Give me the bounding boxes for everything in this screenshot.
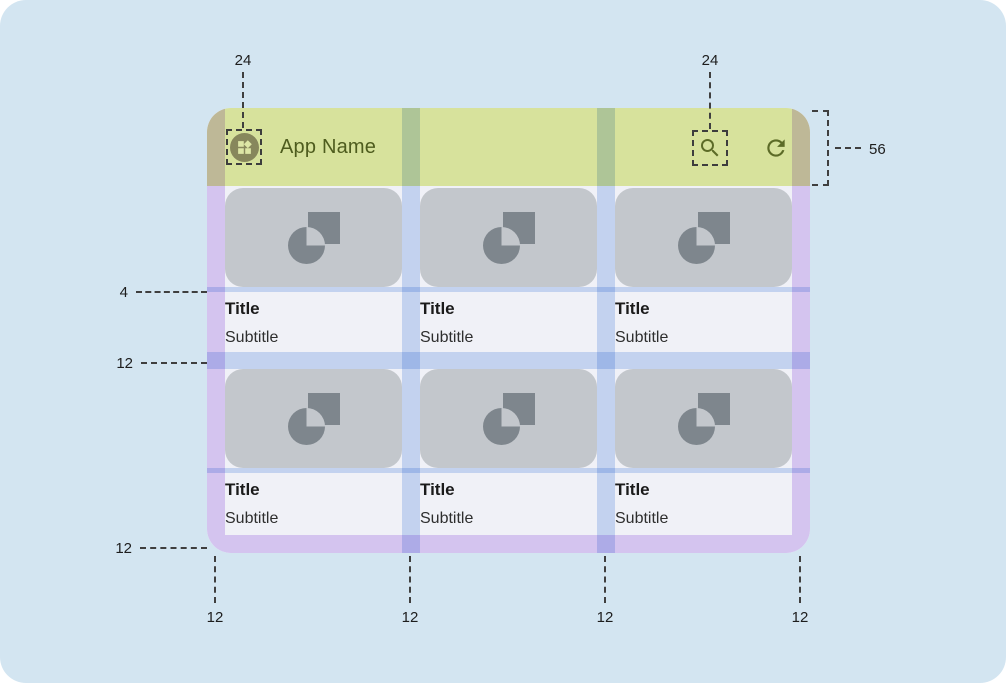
avatar[interactable] (229, 132, 259, 162)
shapes-placeholder-icon (482, 211, 535, 264)
dim-leader-line (214, 556, 216, 603)
card[interactable]: Title Subtitle (420, 188, 597, 350)
shapes-placeholder-icon (287, 392, 340, 445)
dim-leader-line (409, 556, 411, 603)
card-subtitle: Subtitle (225, 510, 279, 527)
card[interactable]: Title Subtitle (615, 188, 792, 350)
dim-label-rowgap-12: 12 (116, 355, 133, 372)
dim-leader-line (136, 291, 207, 293)
top-app-bar: App Name (207, 108, 810, 186)
card-subtitle: Subtitle (615, 510, 669, 527)
app-mockup: App Name Title Subtitle (207, 108, 810, 553)
dim-label-bottommargin-12: 12 (115, 540, 132, 557)
card-image-placeholder (420, 188, 597, 287)
card[interactable]: Title Subtitle (615, 369, 792, 531)
dim-label-appbar-56: 56 (869, 141, 886, 158)
dim-label-avatar-24: 24 (234, 52, 252, 69)
dim-label-gutter1-12: 12 (401, 609, 419, 626)
shapes-placeholder-icon (677, 392, 730, 445)
card-title: Title (420, 480, 455, 499)
widgets-icon (237, 139, 252, 154)
card-image-placeholder (615, 188, 792, 287)
card-title: Title (225, 299, 260, 318)
dim-leader-line (242, 72, 244, 128)
card-title: Title (615, 480, 650, 499)
dim-leader-line (141, 362, 207, 364)
dim-label-rightmargin-12: 12 (791, 609, 809, 626)
search-icon[interactable] (698, 136, 722, 160)
shapes-placeholder-icon (677, 211, 730, 264)
card-subtitle: Subtitle (225, 329, 279, 346)
row-gap-keyline (207, 352, 810, 369)
card-image-placeholder (420, 369, 597, 468)
search-keyline-box (692, 130, 728, 166)
app-title: App Name (280, 135, 377, 158)
bottom-margin-keyline (207, 535, 810, 553)
card-image-placeholder (225, 369, 402, 468)
card-title: Title (420, 299, 455, 318)
dim-label-leftmargin-12: 12 (206, 609, 224, 626)
card[interactable]: Title Subtitle (420, 369, 597, 531)
dim-leader-line (709, 72, 711, 129)
dim-leader-line (835, 147, 861, 149)
shapes-placeholder-icon (482, 392, 535, 445)
dim-leader-line (604, 556, 606, 603)
shapes-placeholder-icon (287, 211, 340, 264)
dim-label-gap-4: 4 (119, 284, 128, 301)
appbar-height-bracket (812, 110, 829, 186)
dim-label-search-24: 24 (701, 52, 719, 69)
card-image-placeholder (225, 188, 402, 287)
card-subtitle: Subtitle (420, 510, 474, 527)
dim-label-gutter2-12: 12 (596, 609, 614, 626)
avatar-keyline-box (226, 129, 262, 165)
card-title: Title (615, 299, 650, 318)
card[interactable]: Title Subtitle (225, 188, 402, 350)
card-subtitle: Subtitle (615, 329, 669, 346)
dim-leader-line (799, 556, 801, 603)
card-subtitle: Subtitle (420, 329, 474, 346)
refresh-icon[interactable] (763, 135, 789, 161)
dim-leader-line (140, 547, 207, 549)
card[interactable]: Title Subtitle (225, 369, 402, 531)
card-image-placeholder (615, 369, 792, 468)
card-title: Title (225, 480, 260, 499)
